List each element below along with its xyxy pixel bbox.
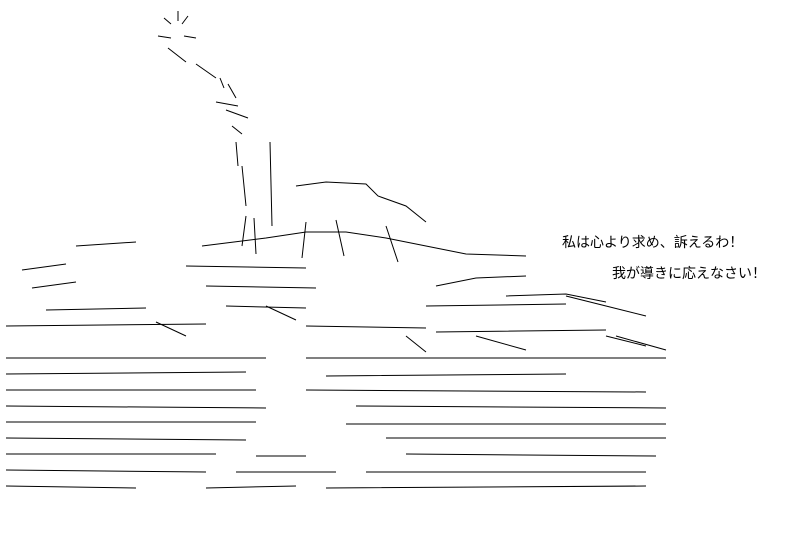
caption-line-1: 私は心より求め、訴えるわ！ (562, 235, 744, 251)
ascii-art-drawing (6, 11, 667, 489)
caption-line-2: 我が導きに応えなさい！ (612, 266, 766, 282)
ascii-art-figure (6, 6, 686, 506)
